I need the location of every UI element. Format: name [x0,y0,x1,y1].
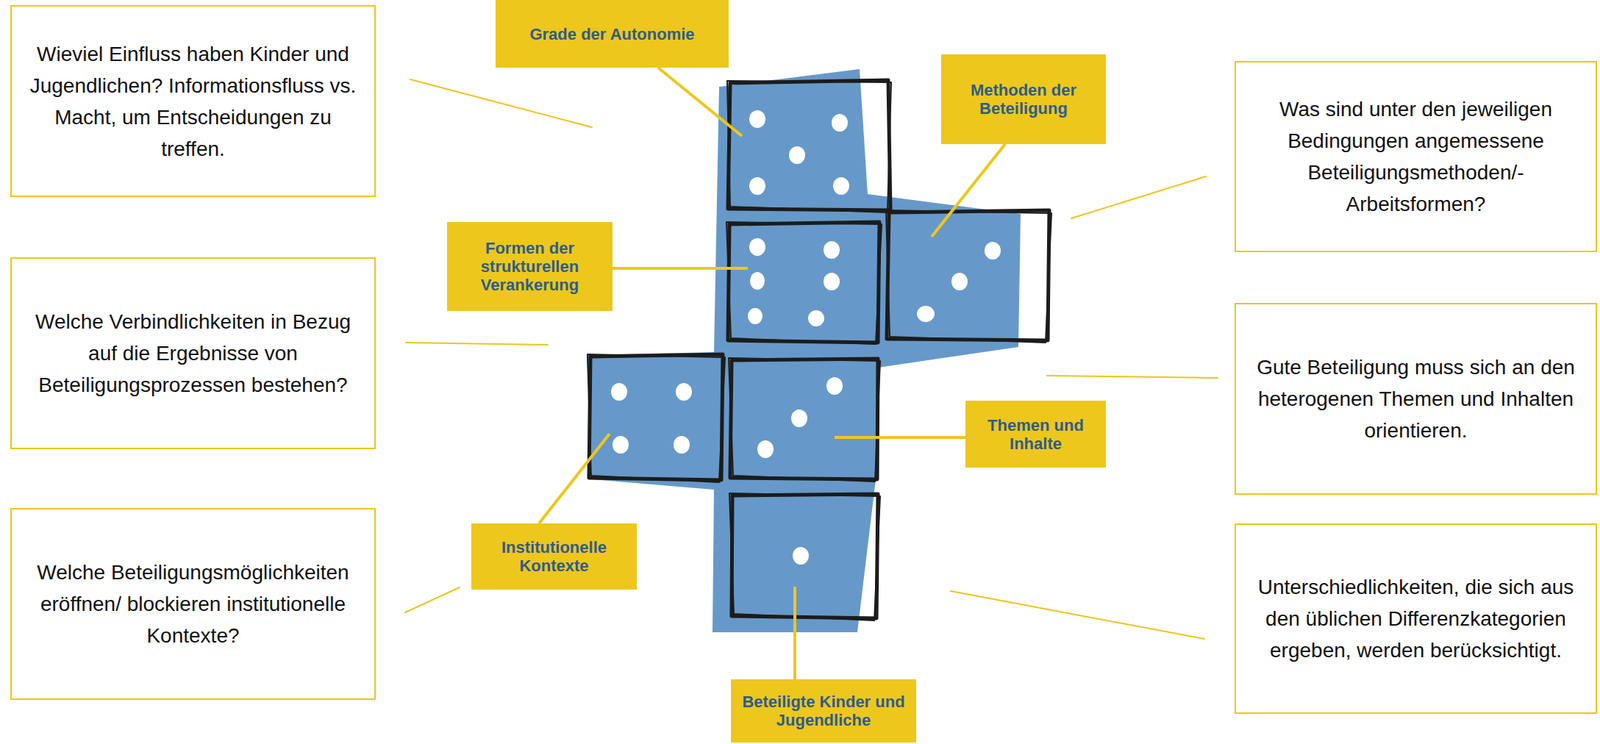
box-text: Welche Verbindlichkeiten in Bezug auf di… [27,305,359,401]
box-text: Institutionelle Kontexte [480,538,628,575]
die-pip [675,383,692,401]
box-text: Welche Beteiligungsmöglichkeiten eröffne… [27,556,359,652]
die-pip [611,383,628,401]
dimension-label: Institutionelle Kontexte [471,523,637,590]
cube-face-sketch [729,493,881,621]
die-pip [749,110,766,128]
cube-face [727,80,891,211]
question-box: Welche Verbindlichkeiten in Bezug auf di… [10,257,376,450]
statement-box: Gute Beteiligung muss sich an den hetero… [1234,302,1598,495]
box-text: Wieviel Einfluss haben Kinder und Jugend… [27,38,359,165]
leader-line [612,266,748,270]
pointer-line [405,342,548,345]
cube-face [730,358,878,480]
die-pip [788,146,806,164]
die-pip [750,272,765,290]
die-pip [749,238,766,256]
die-pip [808,310,825,327]
die-pip [823,241,840,259]
pointer-line [950,591,1205,639]
cube-face-sketch [886,210,1052,343]
die-pip [831,113,848,132]
cube-face [588,354,723,481]
cube-face-sketch [587,354,725,483]
die-pip [749,177,766,195]
die-pip [791,409,808,428]
dimension-label: Themen und Inhalte [965,400,1106,468]
question-box: Welche Beteiligungsmöglichkeiten eröffne… [10,508,376,700]
die-pip [984,241,1001,260]
leader-line [538,433,610,524]
box-text: Unterschiedlichkeiten, die sich aus den … [1252,571,1580,667]
die-pip [673,436,690,454]
cube-face-sketch [727,80,892,213]
die-pip [951,272,968,291]
box-text: Formen der strukturellen Verankerung [455,238,604,295]
box-text: Was sind unter den jeweiligen Bedingunge… [1252,93,1580,220]
cube-net-ground [586,69,1021,633]
cube-face [886,210,1050,341]
box-text: Themen und Inhalte [974,416,1098,453]
die-pip [833,177,850,195]
pointer-line [405,587,460,613]
question-box: Wieviel Einfluss haben Kinder und Jugend… [10,5,376,198]
dimension-label: Formen der strukturellen Verankerung [447,222,613,312]
leader-line [834,436,966,439]
pointer-line [1071,176,1206,219]
cube-face-sketch [726,222,882,345]
die-pip [916,305,935,323]
statement-box: Unterschiedlichkeiten, die sich aus den … [1234,523,1598,714]
box-text: Beteiligte Kinder und Jugendliche [739,692,908,730]
leader-line [931,144,1006,237]
cube-face [727,222,880,343]
pointer-line [410,79,592,128]
die-pip [747,308,763,325]
box-text: Methoden der Beteiligung [950,80,1098,118]
pointer-line [1047,375,1218,378]
dimension-label: Grade der Autonomie [495,0,729,68]
dimension-label: Methoden der Beteiligung [941,54,1106,145]
die-pip [826,377,843,395]
leader-line [658,67,742,137]
dimension-label: Beteiligte Kinder und Jugendliche [730,679,917,743]
cube-face [731,494,878,619]
die-pip [612,436,629,454]
leader-line [793,586,797,680]
cube-face-sketch [728,358,881,482]
die-pip [823,272,840,291]
die-pip [792,547,809,565]
question-box: Was sind unter den jeweiligen Bedingunge… [1234,61,1598,253]
box-text: Gute Beteiligung muss sich an den hetero… [1252,351,1580,447]
box-text: Grade der Autonomie [529,25,695,44]
die-pip [757,440,774,459]
